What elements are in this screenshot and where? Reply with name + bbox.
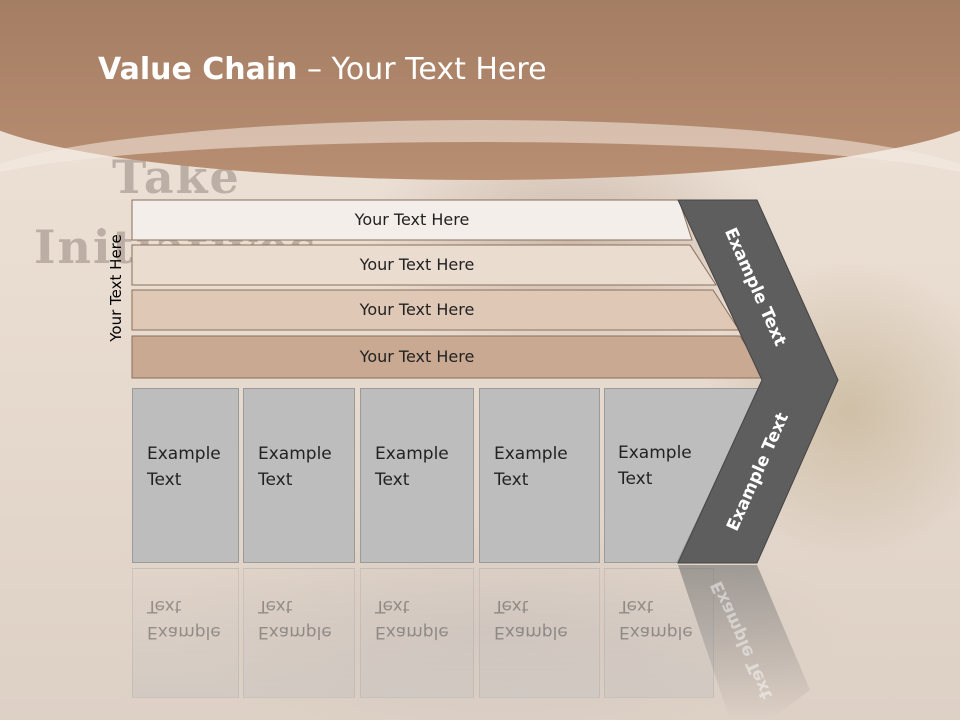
box-2-label: Example Text bbox=[258, 444, 332, 490]
bar-4-label: Your Text Here bbox=[359, 347, 475, 366]
box-1[interactable]: Example Text bbox=[132, 388, 239, 563]
title-bold: Value Chain bbox=[98, 52, 298, 87]
bar-2-shape bbox=[131, 244, 717, 286]
box-2[interactable]: Example Text bbox=[243, 388, 355, 563]
bar-2-label: Your Text Here bbox=[359, 255, 475, 274]
bar-3-label: Your Text Here bbox=[359, 300, 475, 319]
box-4-label: Example Text bbox=[494, 444, 568, 490]
chevron-reflection bbox=[678, 565, 810, 720]
box-5-label: Example Text bbox=[618, 443, 692, 489]
chevron-shape bbox=[677, 199, 839, 564]
box-3-label: Example Text bbox=[375, 444, 449, 490]
box-4[interactable]: Example Text bbox=[479, 388, 600, 563]
title-rest: – Your Text Here bbox=[297, 52, 547, 87]
bar-1-shape bbox=[131, 199, 693, 241]
box-5[interactable]: Example Text bbox=[604, 388, 764, 563]
box-3[interactable]: Example Text bbox=[360, 388, 474, 563]
slide-title[interactable]: Value Chain – Your Text Here bbox=[98, 52, 547, 87]
box-5-shape bbox=[604, 388, 761, 563]
box-1-label: Example Text bbox=[147, 444, 221, 490]
bar-1-label: Your Text Here bbox=[354, 210, 470, 229]
